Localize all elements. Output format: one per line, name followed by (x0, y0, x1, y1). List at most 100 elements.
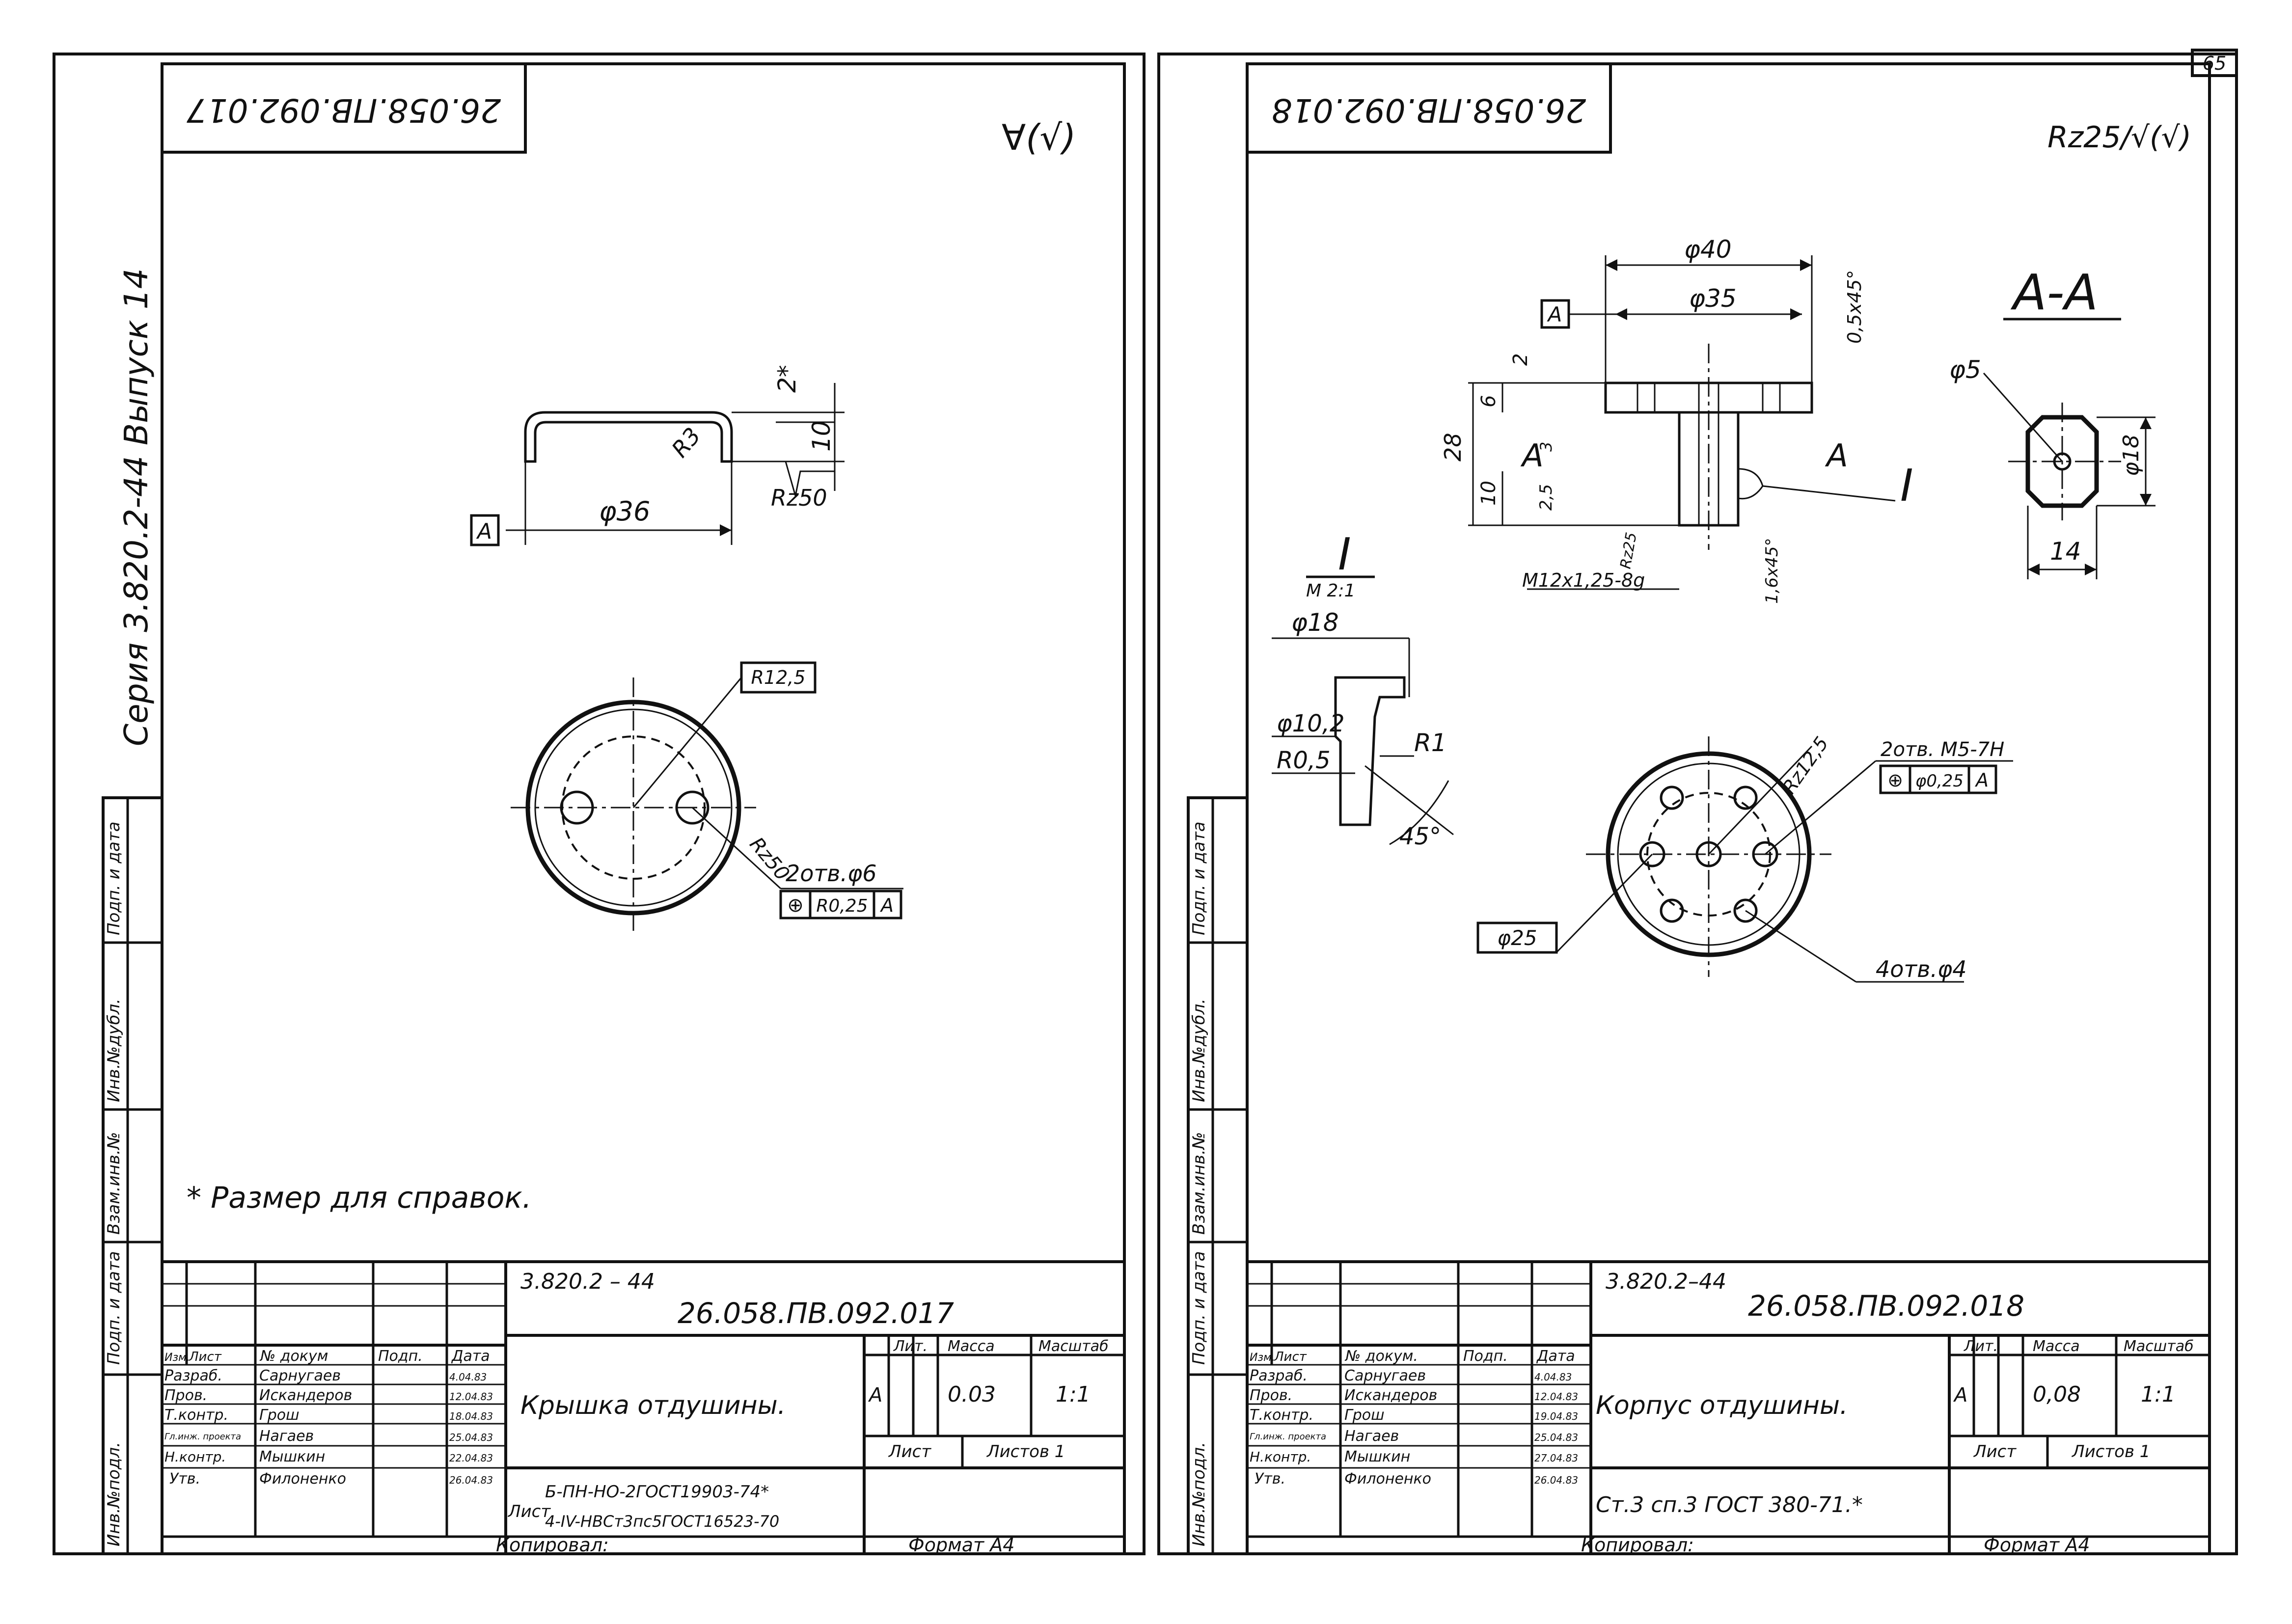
left-cap-plan: R12,5 Rz50 2отв.φ6 ⊕ R0,25 A (511, 661, 903, 933)
left-dim-10: 10 (807, 420, 836, 452)
right-dim-25: 2,5 (1536, 484, 1556, 511)
left-side-stamp: Инв.№подл. Подп. и дата Взам.инв.№ Инв.№… (102, 796, 164, 1555)
left-dim-r3: R3 (666, 422, 706, 462)
right-tb-head-date: Дата (1536, 1348, 1575, 1365)
right-holes-4: 4отв.φ4 (1876, 956, 1967, 982)
left-roughness-symbol: ∀(√) (1002, 117, 1076, 158)
left-tb-date-0: 4.04.83 (449, 1371, 487, 1383)
left-tb-role-0: Разраб. (164, 1367, 222, 1384)
right-dim-6: 6 (1477, 395, 1500, 407)
right-side-stamp: Инв.№подл. Подп. и дата Взам.инв.№ Инв.№… (1187, 796, 1249, 1555)
left-tb-mass: 0.03 (948, 1382, 996, 1407)
left-stamp-code: 26.058.ПВ.092.017 (187, 91, 501, 129)
left-tb-date-3: 25.04.83 (449, 1432, 493, 1443)
left-tb-role-2: Т.контр. (164, 1407, 228, 1424)
right-tb-role-5: Утв. (1255, 1470, 1285, 1488)
right-detail-angle: 45° (1399, 823, 1441, 850)
left-tb-lit: А (868, 1384, 882, 1407)
right-tb-name-4: Мышкин (1344, 1448, 1410, 1465)
left-tb-name-4: Мышкин (259, 1448, 325, 1465)
left-r12-5: R12,5 (751, 667, 805, 688)
left-side-label-3: Инв.№дубл. (104, 999, 124, 1102)
right-side-label-4: Подп. и дата (1189, 821, 1209, 935)
right-tb-h-lit: Лит. (1964, 1338, 1998, 1355)
right-tb-h-scale: Масштаб (2124, 1338, 2194, 1355)
left-sheet: 26.058.ПВ.092.017 ∀(√) Серия 3.820.2-44 … (53, 53, 1146, 1556)
left-tb-role-5: Утв. (169, 1470, 200, 1488)
right-tb-name-0: Сарнугаев (1344, 1367, 1426, 1384)
right-tb-date-3: 25.04.83 (1534, 1432, 1578, 1443)
right-housing-plan: Rz12,5 2отв. М5-7Н ⊕ φ0,25 A φ25 4отв.φ4 (1476, 733, 2013, 983)
left-tb-h-lit: Лит. (893, 1338, 928, 1355)
right-detail-i: I М 2:1 φ18 φ10,2 R0,5 R1 45° (1272, 529, 1454, 850)
left-side-label-0: Инв.№подл. (104, 1442, 124, 1546)
right-roughness-symbol: Rz25/√(√) (2047, 120, 2191, 155)
left-tb-head-doc: № докум (259, 1348, 328, 1365)
right-detail-scale: М 2:1 (1306, 581, 1355, 601)
right-section-aa: А-А φ5 φ18 14 (1949, 264, 2156, 579)
right-aa-title: А-А (2010, 264, 2098, 321)
left-tb-head-sign: Подп. (378, 1348, 423, 1365)
left-tb-copied: Копировал: (496, 1534, 609, 1556)
right-side-label-3: Инв.№дубл. (1189, 999, 1209, 1102)
right-tb-head-list: Лист (1274, 1350, 1307, 1364)
right-detail-r05: R0,5 (1277, 747, 1331, 774)
left-holes: 2отв.φ6 (786, 860, 877, 887)
left-tb-series: 3.820.2 – 44 (520, 1269, 655, 1294)
right-tb-date-1: 12.04.83 (1534, 1391, 1578, 1403)
right-tb-role-0: Разраб. (1250, 1367, 1308, 1384)
right-thread: M12x1,25-8g (1522, 569, 1645, 591)
right-tb-name: Корпус отдушины. (1596, 1391, 1848, 1420)
left-series-label: Серия 3.820.2-44 Выпуск 14 (117, 268, 155, 746)
right-datum-a: A (1547, 302, 1562, 326)
right-tol-value: φ0,25 (1915, 771, 1964, 791)
right-dim-3: 3 (1537, 442, 1555, 452)
left-tb-date-4: 22.04.83 (449, 1452, 493, 1464)
right-tb-date-4: 27.04.83 (1534, 1452, 1578, 1464)
left-tb-date-5: 26.04.83 (449, 1474, 493, 1486)
left-tb-date-1: 12.04.83 (449, 1391, 493, 1403)
right-chamfer-top: 0,5x45° (1844, 270, 1865, 344)
left-tb-doc-code: 26.058.ПВ.092.017 (678, 1297, 954, 1330)
right-w14: 14 (2050, 537, 2081, 566)
right-sheet: 26.058.ПВ.092.018 Rz25/√(√) Инв.№подл. П… (1157, 53, 2238, 1556)
right-tb-head-doc: № докум. (1344, 1348, 1418, 1365)
left-tb-material-1: Б-ПН-НО-2ГОСТ19903-74* (545, 1482, 769, 1502)
left-tb-name-0: Сарнугаев (259, 1367, 341, 1384)
left-tol-datum: A (879, 894, 894, 916)
right-tb-date-2: 19.04.83 (1534, 1410, 1578, 1422)
right-d25: φ25 (1497, 926, 1537, 950)
left-stamp: 26.058.ПВ.092.017 (161, 62, 527, 154)
right-detail-mark: I (1900, 460, 1913, 512)
right-tb-head-izm: Изм. (1250, 1352, 1275, 1364)
right-detail-r1: R1 (1414, 729, 1447, 757)
right-tb-role-3: Гл.инж. проекта (1250, 1432, 1326, 1442)
right-detail-d18: φ18 (1291, 608, 1339, 637)
right-tb-material: Ст.3 сп.3 ГОСТ 380-71.* (1596, 1492, 1863, 1517)
right-title-block: 3.820.2–44 26.058.ПВ.092.018 Корпус отду… (1246, 1260, 2211, 1556)
right-dim-10: 10 (1477, 481, 1500, 506)
right-stamp-code: 26.058.ПВ.092.018 (1272, 91, 1586, 129)
left-tb-format: Формат А4 (908, 1534, 1014, 1556)
left-title-block: 3.820.2 – 44 26.058.ПВ.092.017 Крышка от… (161, 1260, 1126, 1556)
right-tol-datum: A (1974, 769, 1989, 791)
left-side-label-1: Подп. и дата (104, 1251, 124, 1365)
left-tb-name-1: Искандеров (259, 1387, 352, 1404)
left-inner-frame (161, 62, 1126, 1555)
right-housing-section: φ40 φ35 0,5x45° A 28 6 2 10 3 2,5 A A I … (1440, 235, 1913, 604)
left-tb-head-date: Дата (451, 1348, 490, 1365)
right-d5: φ5 (1949, 355, 1981, 384)
right-tb-h-mass: Масса (2033, 1338, 2080, 1355)
left-tb-name: Крышка отдушины. (520, 1391, 786, 1420)
left-side-label-4: Подп. и дата (104, 821, 124, 935)
right-detail-title: I (1338, 529, 1351, 580)
left-tb-material-2: 4-IV-НВСт3пс5ГОСТ16523-70 (545, 1512, 779, 1531)
right-side-label-1: Подп. и дата (1189, 1251, 1209, 1365)
left-tb-h-scale: Масштаб (1038, 1338, 1109, 1355)
right-tb-lit: А (1953, 1384, 1967, 1407)
right-tb-name-5: Филоненко (1344, 1470, 1431, 1488)
left-tb-date-2: 18.04.83 (449, 1410, 493, 1422)
right-tb-date-5: 26.04.83 (1534, 1474, 1578, 1486)
left-outer-frame (53, 53, 1146, 1555)
